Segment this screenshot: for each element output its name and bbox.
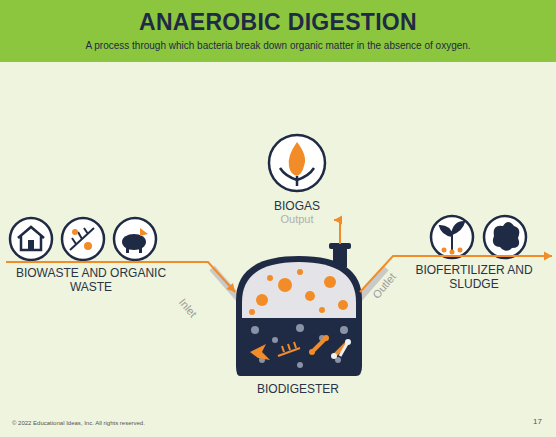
node-label: BIOFERTILIZER AND SLUDGE [395,258,553,293]
copyright-note: © 2022 Educational Ideas, Inc. All right… [12,420,145,426]
flow-arrow [334,216,342,245]
node-subtitle: Output [264,213,330,225]
biodigester-tank [236,243,362,376]
arrow-head [334,216,342,225]
header-band: ANAEROBIC DIGESTION A process through whi… [0,0,556,62]
fertilizer-icons [431,216,526,258]
node-label: BIOGASOutput [262,197,332,227]
node-label: BIODIGESTER [228,250,368,398]
arrow-head [544,252,552,261]
arrow-head [226,283,235,292]
node-title: BIOFERTILIZER AND SLUDGE [397,263,551,291]
page-number: 17 [533,417,542,426]
page-title: ANAEROBIC DIGESTION [0,0,556,36]
node-title: BIOGAS [264,199,330,213]
inlet-label: Inlet [177,296,200,320]
node-title: BIODIGESTER [228,382,368,396]
node-title: BIOWASTE AND ORGANIC WASTE [8,266,174,294]
node-label: BIOWASTE AND ORGANIC WASTE [6,262,176,296]
waste-icons [10,218,156,260]
inlet-pipe [212,268,240,300]
biogas-icon [269,135,325,191]
subtitle: A process through which bacteria break d… [0,40,556,51]
